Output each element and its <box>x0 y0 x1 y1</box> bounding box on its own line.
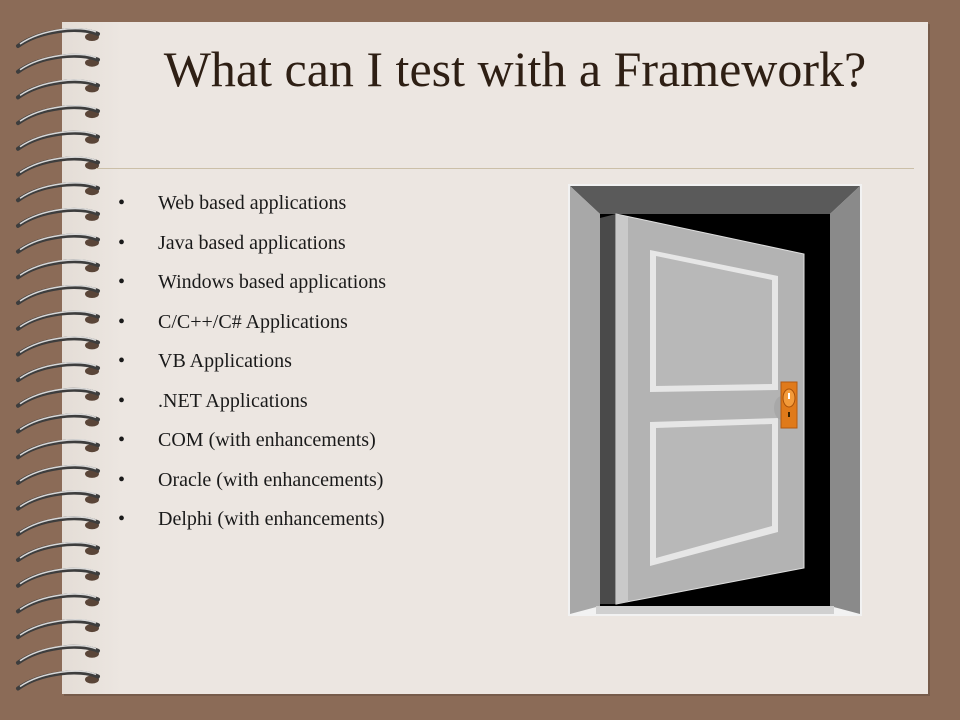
list-item: • C/C++/C# Applications <box>118 311 386 334</box>
list-item-text: Windows based applications <box>158 271 387 293</box>
slide-title: What can I test with a Framework? <box>163 41 867 97</box>
bullet-icon: • <box>118 389 126 412</box>
list-item-text: Delphi (with enhancements) <box>158 508 385 530</box>
bullet-icon: • <box>118 429 126 451</box>
list-item: • Windows based applications <box>118 271 386 294</box>
bullet-icon: • <box>118 468 126 491</box>
bullet-icon: • <box>118 310 126 333</box>
list-item-text: Web based applications <box>158 192 347 214</box>
list-item: • Oracle (with enhancements) <box>118 469 386 492</box>
list-item-text: VB Applications <box>158 350 292 372</box>
list-item: • Web based applications <box>118 192 386 215</box>
bullet-icon: • <box>118 271 126 293</box>
list-item-text: C/C++/C# Applications <box>158 310 348 333</box>
bullet-icon: • <box>118 350 126 372</box>
list-item-text: COM (with enhancements) <box>158 429 376 451</box>
page-margin <box>62 22 122 694</box>
list-item: • VB Applications <box>118 350 386 373</box>
list-item-text: .NET Applications <box>158 389 308 412</box>
list-item-text: Java based applications <box>158 231 346 254</box>
list-item: • .NET Applications <box>118 390 386 413</box>
open-door-icon <box>568 184 862 616</box>
title-divider <box>96 168 914 169</box>
bullet-icon: • <box>118 508 126 530</box>
list-item: • Delphi (with enhancements) <box>118 508 386 531</box>
list-item: • COM (with enhancements) <box>118 429 386 452</box>
door-illustration <box>568 184 862 616</box>
bullet-icon: • <box>118 231 126 254</box>
list-item: • Java based applications <box>118 232 386 255</box>
bullet-icon: • <box>118 192 126 214</box>
bullet-list: • Web based applications • Java based appli… <box>118 192 386 548</box>
list-item-text: Oracle (with enhancements) <box>158 468 384 491</box>
